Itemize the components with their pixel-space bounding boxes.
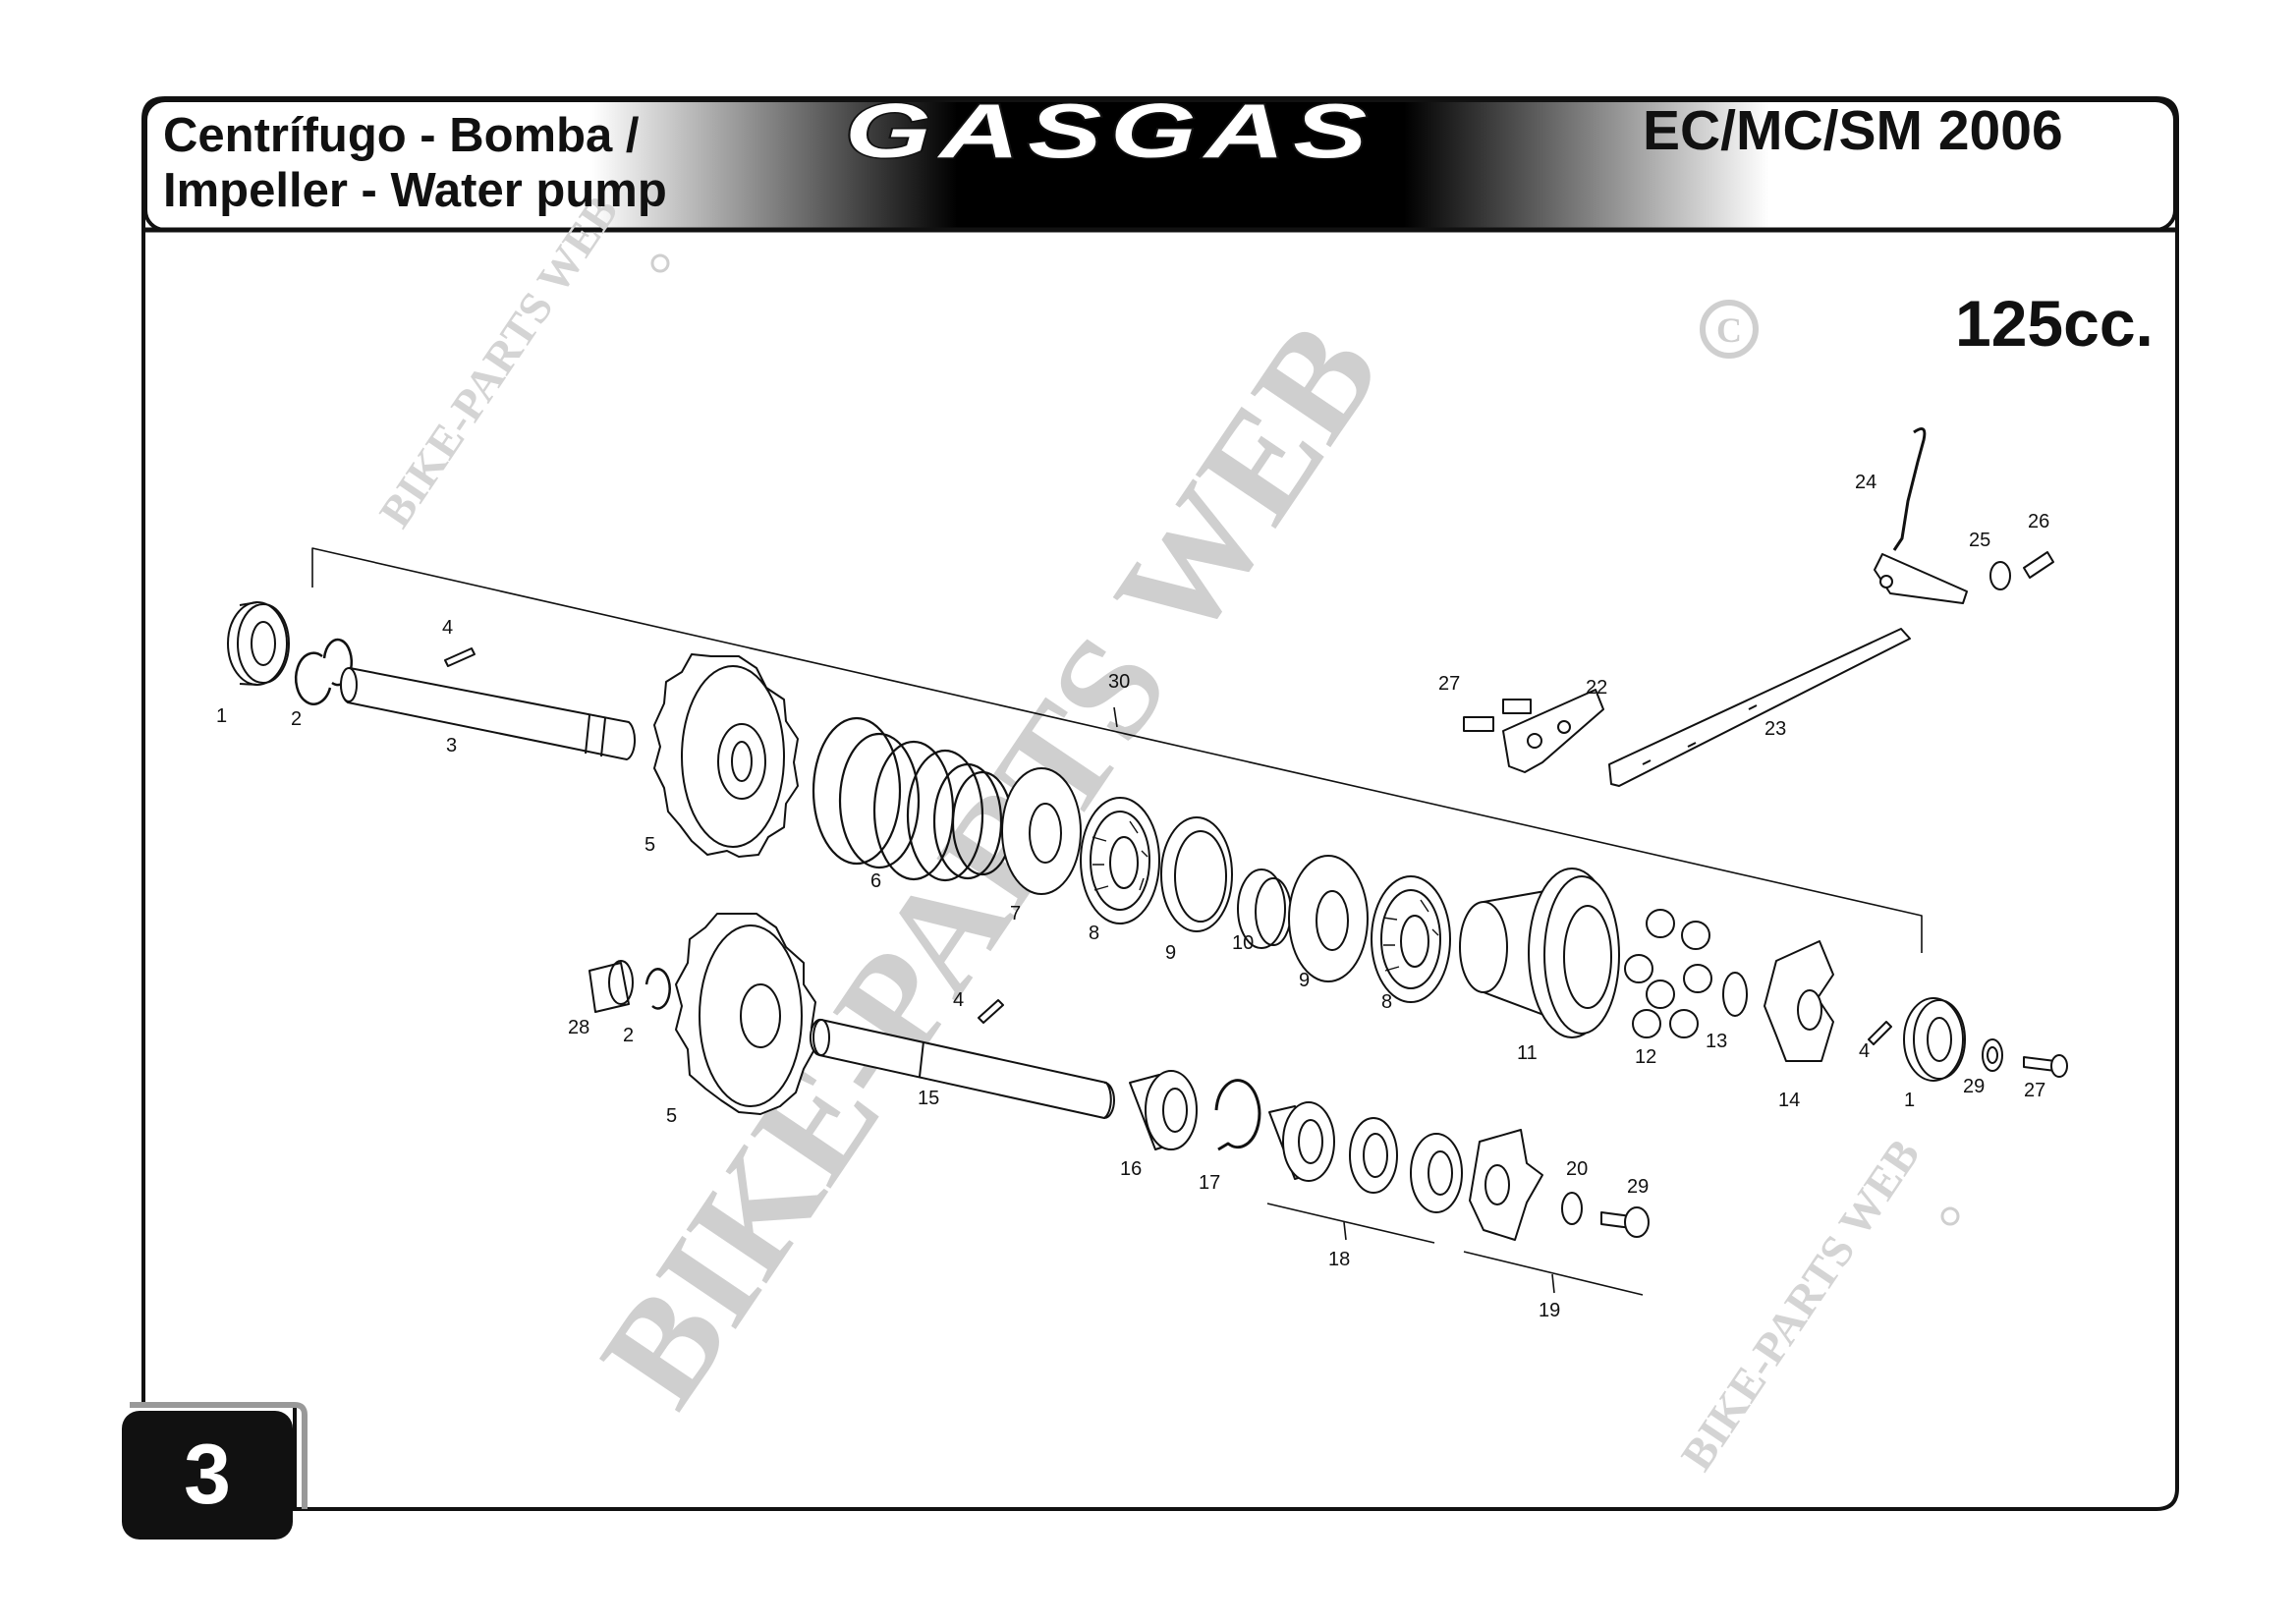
part-17-circlip [1214,1079,1261,1151]
part-11-cup [1459,868,1620,1038]
page-number: 3 [184,1428,231,1522]
part-5-gear-upper [653,653,799,858]
label-29: 29 [1963,1076,1985,1097]
label-28: 28 [568,1017,589,1038]
part-9-washer-a [1160,816,1233,932]
label-27b: 27 [2024,1080,2045,1101]
part-7-washer [1001,767,1082,895]
label-13: 13 [1706,1031,1727,1052]
label-8b: 8 [1381,991,1392,1013]
label-23: 23 [1764,718,1786,740]
part-27-bolt-a [2023,1054,2068,1078]
label-30: 30 [1108,671,1130,693]
label-1b: 1 [1904,1090,1915,1111]
part-4-pin-c [978,999,1004,1024]
leader-30 [1113,706,1118,728]
part-12-balls [1624,909,1712,1038]
label-12: 12 [1635,1046,1656,1068]
engine-size-label: 125cc. [1955,287,2154,360]
part-13-washer [1722,972,1748,1017]
bracket-19 [1463,1251,1644,1296]
part-27-bolts-upper [1463,699,1532,732]
label-8: 8 [1089,923,1099,944]
label-11: 11 [1517,1042,1538,1064]
part-18-seals [1268,1101,1463,1213]
label-14: 14 [1778,1090,1800,1111]
part-5-gear-lower [675,913,816,1115]
part-19-impeller [1469,1129,1543,1241]
label-5b: 5 [666,1105,677,1127]
bracket-30 [311,547,1923,953]
header-band [143,98,2177,233]
label-5: 5 [644,834,655,856]
part-8-thrust-bearing-a [1080,797,1160,924]
label-27: 27 [1438,673,1460,695]
label-18: 18 [1328,1249,1350,1270]
label-26: 26 [2028,511,2049,532]
label-19: 19 [1539,1300,1560,1321]
label-10: 10 [1232,932,1254,954]
model-label: EC/MC/SM 2006 [1643,99,2063,162]
copyright-small-a [650,253,670,273]
label-2b: 2 [623,1025,634,1046]
label-4c: 4 [953,989,964,1011]
part-3-shaft [340,667,637,760]
label-4: 4 [442,617,453,639]
watermark-small-top: BIKE-PARTS WEB [369,187,628,535]
leader-18 [1343,1221,1347,1241]
label-4b: 4 [1859,1040,1870,1062]
page-number-tab [122,1402,308,1540]
part-4-pin [444,647,476,667]
label-16: 16 [1120,1158,1142,1180]
title-spanish: Centrífugo - Bomba / [163,109,640,162]
part-29-bolt [1600,1206,1650,1238]
label-29b: 29 [1627,1176,1649,1198]
part-28-needle-bearing [588,960,634,1013]
copyright-large-c: C [1716,310,1742,350]
label-3: 3 [446,735,457,756]
part-26-bolt [2023,551,2054,579]
label-6: 6 [870,870,881,892]
label-22: 22 [1586,677,1607,699]
watermark-small-bottom: BIKE-PARTS WEB [1671,1130,1930,1479]
leader-19 [1551,1273,1555,1294]
title-english: Impeller - Water pump [163,164,667,217]
label-7: 7 [1010,903,1021,924]
part-1-bearing [227,601,290,686]
part-24-lever [1874,426,1968,604]
part-25-washer [1989,561,2011,590]
part-22-bracket [1502,689,1604,773]
part-4-pin-b [1868,1021,1892,1045]
part-14-spider [1764,940,1834,1062]
part-1-bearing-b [1903,997,1966,1082]
part-2-circlip-lower [644,968,671,1010]
copyright-small-b [1940,1206,1960,1226]
part-15-shaft [809,1018,1115,1119]
exploded-diagram [227,426,2068,1296]
part-9-washer-b [1288,855,1369,982]
part-29-washer-a [1982,1038,2003,1072]
part-8-thrust-bearing-b [1371,875,1451,1003]
brand-logo: GASGAS [845,87,1375,174]
label-1: 1 [216,705,227,727]
copyright-large [1700,300,1759,359]
watermark-group: BIKE-PARTS WEB BIKE-PARTS WEB BIKE-PARTS… [369,187,1960,1480]
part-16-bearing [1129,1070,1198,1150]
part-23-rod [1608,628,1911,787]
label-15: 15 [918,1088,939,1109]
label-17: 17 [1199,1172,1220,1194]
page-frame [141,96,2179,1511]
label-24: 24 [1855,472,1876,493]
part-20-washer [1561,1192,1583,1225]
label-20: 20 [1566,1158,1588,1180]
label-9: 9 [1165,942,1176,964]
label-2: 2 [291,708,302,730]
part-callouts: 1 2 3 4 5 6 7 8 9 10 9 8 30 27 22 23 24 … [216,472,2049,1321]
label-25: 25 [1969,530,1990,551]
label-9b: 9 [1299,970,1310,991]
bracket-18 [1266,1203,1435,1244]
